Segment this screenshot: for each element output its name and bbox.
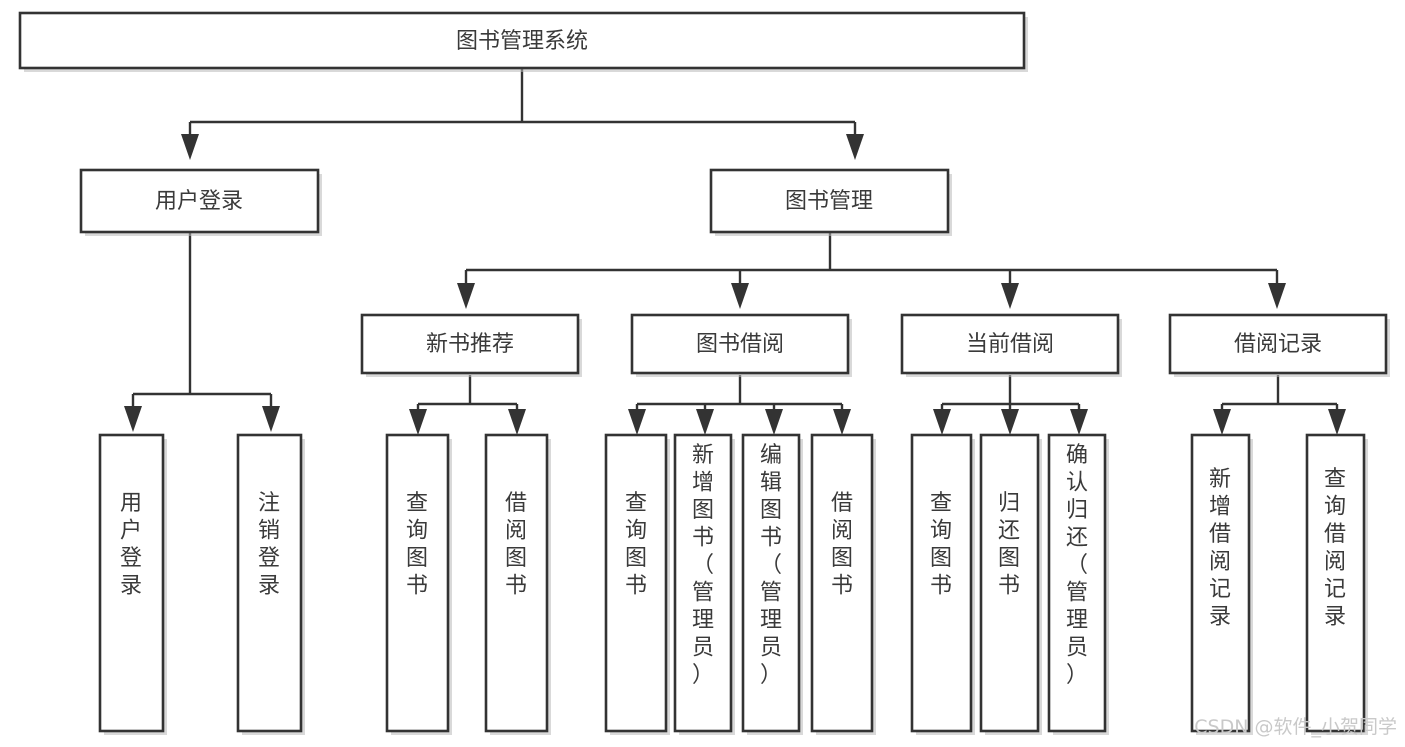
node-leaf-query-book-2[interactable]: 查询图书 [604, 433, 670, 735]
node-leaf-user-login-label: 用户登录 [120, 491, 142, 599]
node-new-book-recommend[interactable]: 新书推荐 [360, 313, 582, 377]
node-leaf-user-logout[interactable]: 注销登录 [236, 433, 305, 735]
arrow-icon [1328, 409, 1346, 435]
node-current-borrow[interactable]: 当前借阅 [900, 313, 1122, 377]
node-new-book-recommend-label: 新书推荐 [426, 332, 514, 357]
node-borrow-record[interactable]: 借阅记录 [1168, 313, 1390, 377]
arrow-icon [1070, 409, 1088, 435]
node-leaf-query-book-3[interactable]: 查询图书 [910, 433, 975, 735]
node-leaf-query-book-1[interactable]: 查询图书 [385, 433, 452, 735]
node-leaf-confirm-return[interactable]: 确认归还（管理员） [1047, 433, 1109, 735]
node-user-login-label: 用户登录 [155, 189, 243, 214]
node-leaf-return-book[interactable]: 归还图书 [979, 433, 1042, 735]
arrow-icon [765, 409, 783, 435]
node-leaf-add-book-label: 新增图书（管理员） [692, 443, 714, 688]
node-leaf-query-book-1-label: 查询图书 [406, 491, 428, 599]
node-leaf-confirm-return-label: 确认归还（管理员） [1066, 443, 1088, 688]
arrow-icon [731, 283, 749, 309]
node-current-borrow-label: 当前借阅 [966, 332, 1054, 357]
node-leaf-query-record-label: 查询借阅记录 [1324, 467, 1346, 630]
arrow-icon [457, 283, 475, 309]
arrow-icon [933, 409, 951, 435]
node-root[interactable]: 图书管理系统 [18, 11, 1028, 72]
node-book-borrow[interactable]: 图书借阅 [630, 313, 852, 377]
node-book-management-label: 图书管理 [785, 189, 873, 214]
node-leaf-borrow-book-1-label: 借阅图书 [505, 491, 527, 599]
arrow-icon [833, 409, 851, 435]
node-leaf-add-record-label: 新增借阅记录 [1209, 467, 1231, 630]
arrow-icon [696, 409, 714, 435]
arrow-icon [262, 406, 280, 432]
connector-layer [124, 68, 1346, 435]
node-leaf-return-book-label: 归还图书 [998, 491, 1020, 599]
arrow-icon [124, 406, 142, 432]
node-user-login[interactable]: 用户登录 [79, 168, 322, 236]
node-book-borrow-label: 图书借阅 [696, 332, 784, 357]
arrow-icon [1268, 283, 1286, 309]
arrow-icon [1213, 409, 1231, 435]
node-leaf-borrow-book-2[interactable]: 借阅图书 [810, 433, 876, 735]
arrow-icon [846, 134, 864, 160]
node-leaf-edit-book-label: 编辑图书（管理员） [760, 443, 782, 688]
arrow-icon [508, 409, 526, 435]
node-leaf-query-record[interactable]: 查询借阅记录 [1305, 433, 1368, 735]
node-leaf-query-book-2-label: 查询图书 [625, 491, 647, 599]
node-leaf-user-logout-label: 注销登录 [258, 491, 280, 599]
node-leaf-add-book[interactable]: 新增图书（管理员） [673, 433, 735, 735]
node-book-management[interactable]: 图书管理 [709, 168, 952, 236]
node-root-label: 图书管理系统 [456, 29, 588, 54]
arrow-icon [181, 134, 199, 160]
arrow-icon [409, 409, 427, 435]
node-leaf-edit-book[interactable]: 编辑图书（管理员） [741, 433, 803, 735]
arrow-icon [1001, 283, 1019, 309]
node-leaf-borrow-book-2-label: 借阅图书 [831, 491, 853, 599]
arrow-icon [628, 409, 646, 435]
arrow-icon [1001, 409, 1019, 435]
csdn-watermark: CSDN @软件_小贺同学 [1194, 716, 1397, 738]
node-leaf-user-login[interactable]: 用户登录 [98, 433, 167, 735]
node-borrow-record-label: 借阅记录 [1234, 332, 1322, 357]
node-leaf-borrow-book-1[interactable]: 借阅图书 [484, 433, 551, 735]
node-leaf-add-record[interactable]: 新增借阅记录 [1190, 433, 1253, 735]
node-leaf-query-book-3-label: 查询图书 [930, 491, 952, 599]
